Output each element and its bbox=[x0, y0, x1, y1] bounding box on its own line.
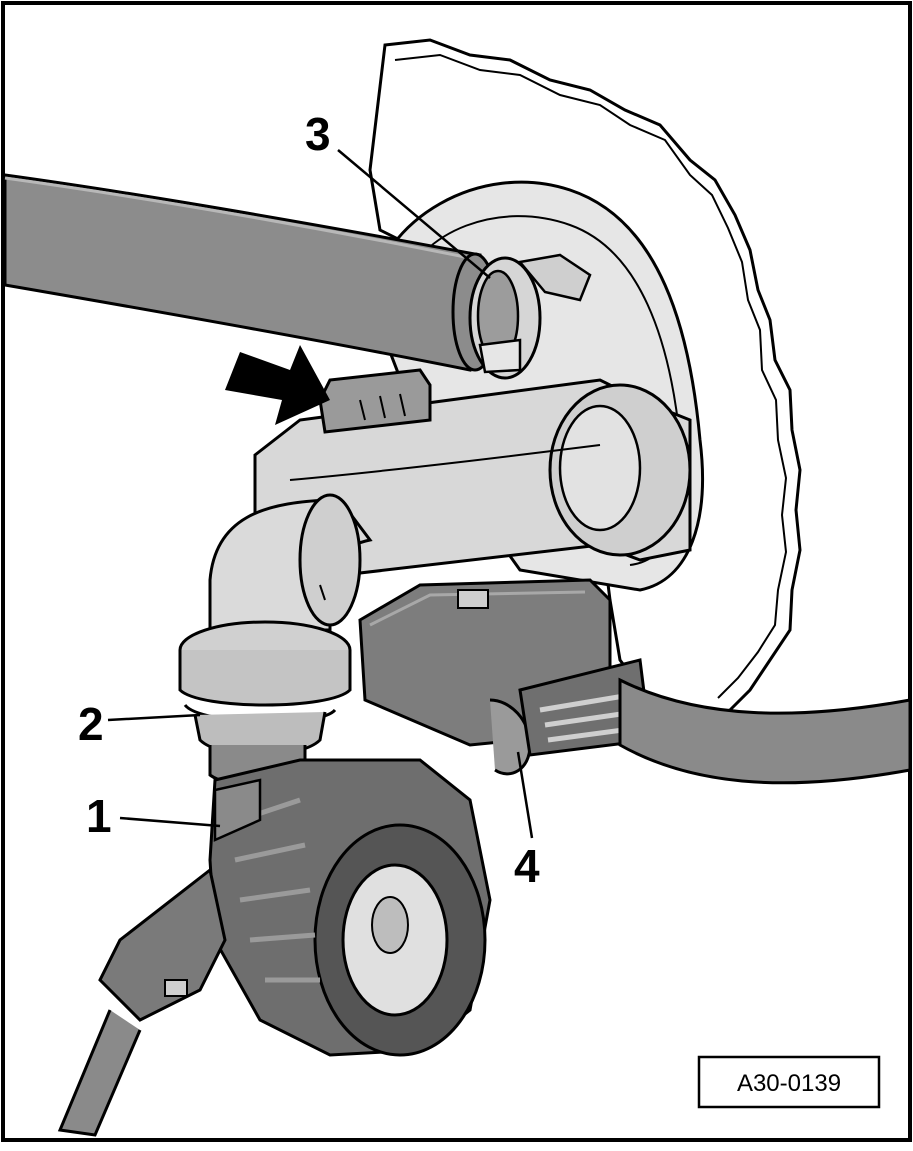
callout-4: 4 bbox=[514, 840, 540, 892]
figure-reference: A30-0139 bbox=[737, 1070, 841, 1097]
direction-arrow-icon bbox=[225, 345, 330, 425]
leader-lines bbox=[107, 149, 534, 839]
hose-clamp bbox=[468, 253, 592, 380]
callout-2: 2 bbox=[78, 698, 104, 750]
electrical-connector bbox=[358, 578, 912, 785]
callout-1: 1 bbox=[86, 790, 112, 842]
elbow-outlet bbox=[178, 493, 373, 788]
quick-connect-coupling bbox=[57, 758, 492, 1137]
callout-3: 3 bbox=[305, 108, 331, 160]
figure-reference-box bbox=[697, 1055, 881, 1109]
